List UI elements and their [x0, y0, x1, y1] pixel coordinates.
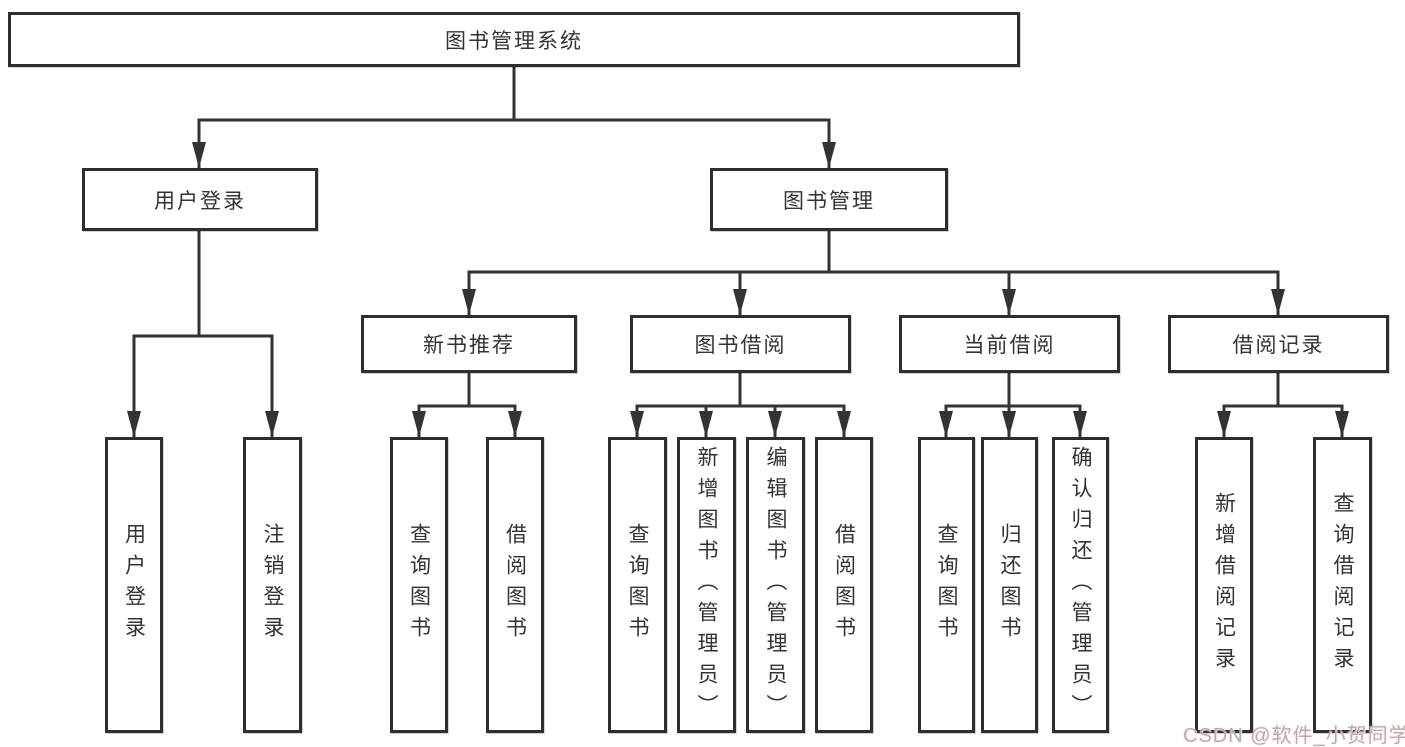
node-label: 新增图书（管理员）: [695, 445, 718, 725]
node-label: 查询图书: [407, 523, 431, 647]
leaf-confirm-return-admin: 确认归还（管理员）: [1052, 437, 1109, 733]
node-label: 图书管理: [783, 189, 875, 213]
leaf-edit-books-admin: 编辑图书（管理员）: [746, 437, 805, 733]
node-user-login: 用户登录: [82, 168, 318, 231]
leaf-recommend-borrow-books: 借阅图书: [486, 437, 544, 733]
leaf-current-query-books: 查询图书: [918, 437, 975, 733]
leaf-user-login: 用户登录: [105, 437, 163, 733]
node-book-management: 图书管理: [710, 168, 948, 231]
node-label: 查询借阅记录: [1331, 492, 1354, 678]
node-label: 查询图书: [626, 523, 649, 647]
node-label: 借阅图书: [832, 523, 856, 647]
node-label: 借阅记录: [1232, 334, 1325, 357]
node-label: 借阅图书: [503, 523, 527, 647]
node-book-borrow: 图书借阅: [630, 315, 851, 373]
node-label: 用户登录: [154, 189, 246, 213]
node-label: 当前借阅: [963, 334, 1056, 357]
node-label: 编辑图书（管理员）: [764, 445, 787, 725]
node-label: 新增借阅记录: [1212, 492, 1236, 678]
leaf-add-books-admin: 新增图书（管理员）: [677, 437, 736, 733]
node-current-borrow: 当前借阅: [899, 315, 1120, 373]
node-label: 查询图书: [935, 523, 958, 647]
leaf-logout: 注销登录: [243, 437, 302, 733]
leaf-recommend-query-books: 查询图书: [390, 437, 448, 733]
leaf-borrow-books: 借阅图书: [815, 437, 873, 733]
node-label: 图书借阅: [694, 334, 787, 357]
node-new-book-recommend: 新书推荐: [361, 315, 577, 373]
leaf-borrow-query-books: 查询图书: [608, 437, 667, 733]
leaf-return-books: 归还图书: [981, 437, 1038, 733]
node-label: 归还图书: [998, 523, 1021, 647]
node-label: 新书推荐: [423, 334, 515, 357]
node-label: 图书管理系统: [445, 29, 583, 53]
node-label: 用户登录: [122, 523, 146, 647]
node-label: 注销登录: [261, 523, 284, 647]
leaf-add-borrow-record: 新增借阅记录: [1195, 437, 1253, 733]
leaf-query-borrow-record: 查询借阅记录: [1313, 437, 1372, 733]
csdn-watermark: CSDN @软件_小贺同学: [1183, 725, 1405, 747]
node-label: 确认归还（管理员）: [1069, 445, 1092, 725]
node-root-system: 图书管理系统: [8, 12, 1020, 67]
node-borrow-records: 借阅记录: [1168, 315, 1389, 373]
